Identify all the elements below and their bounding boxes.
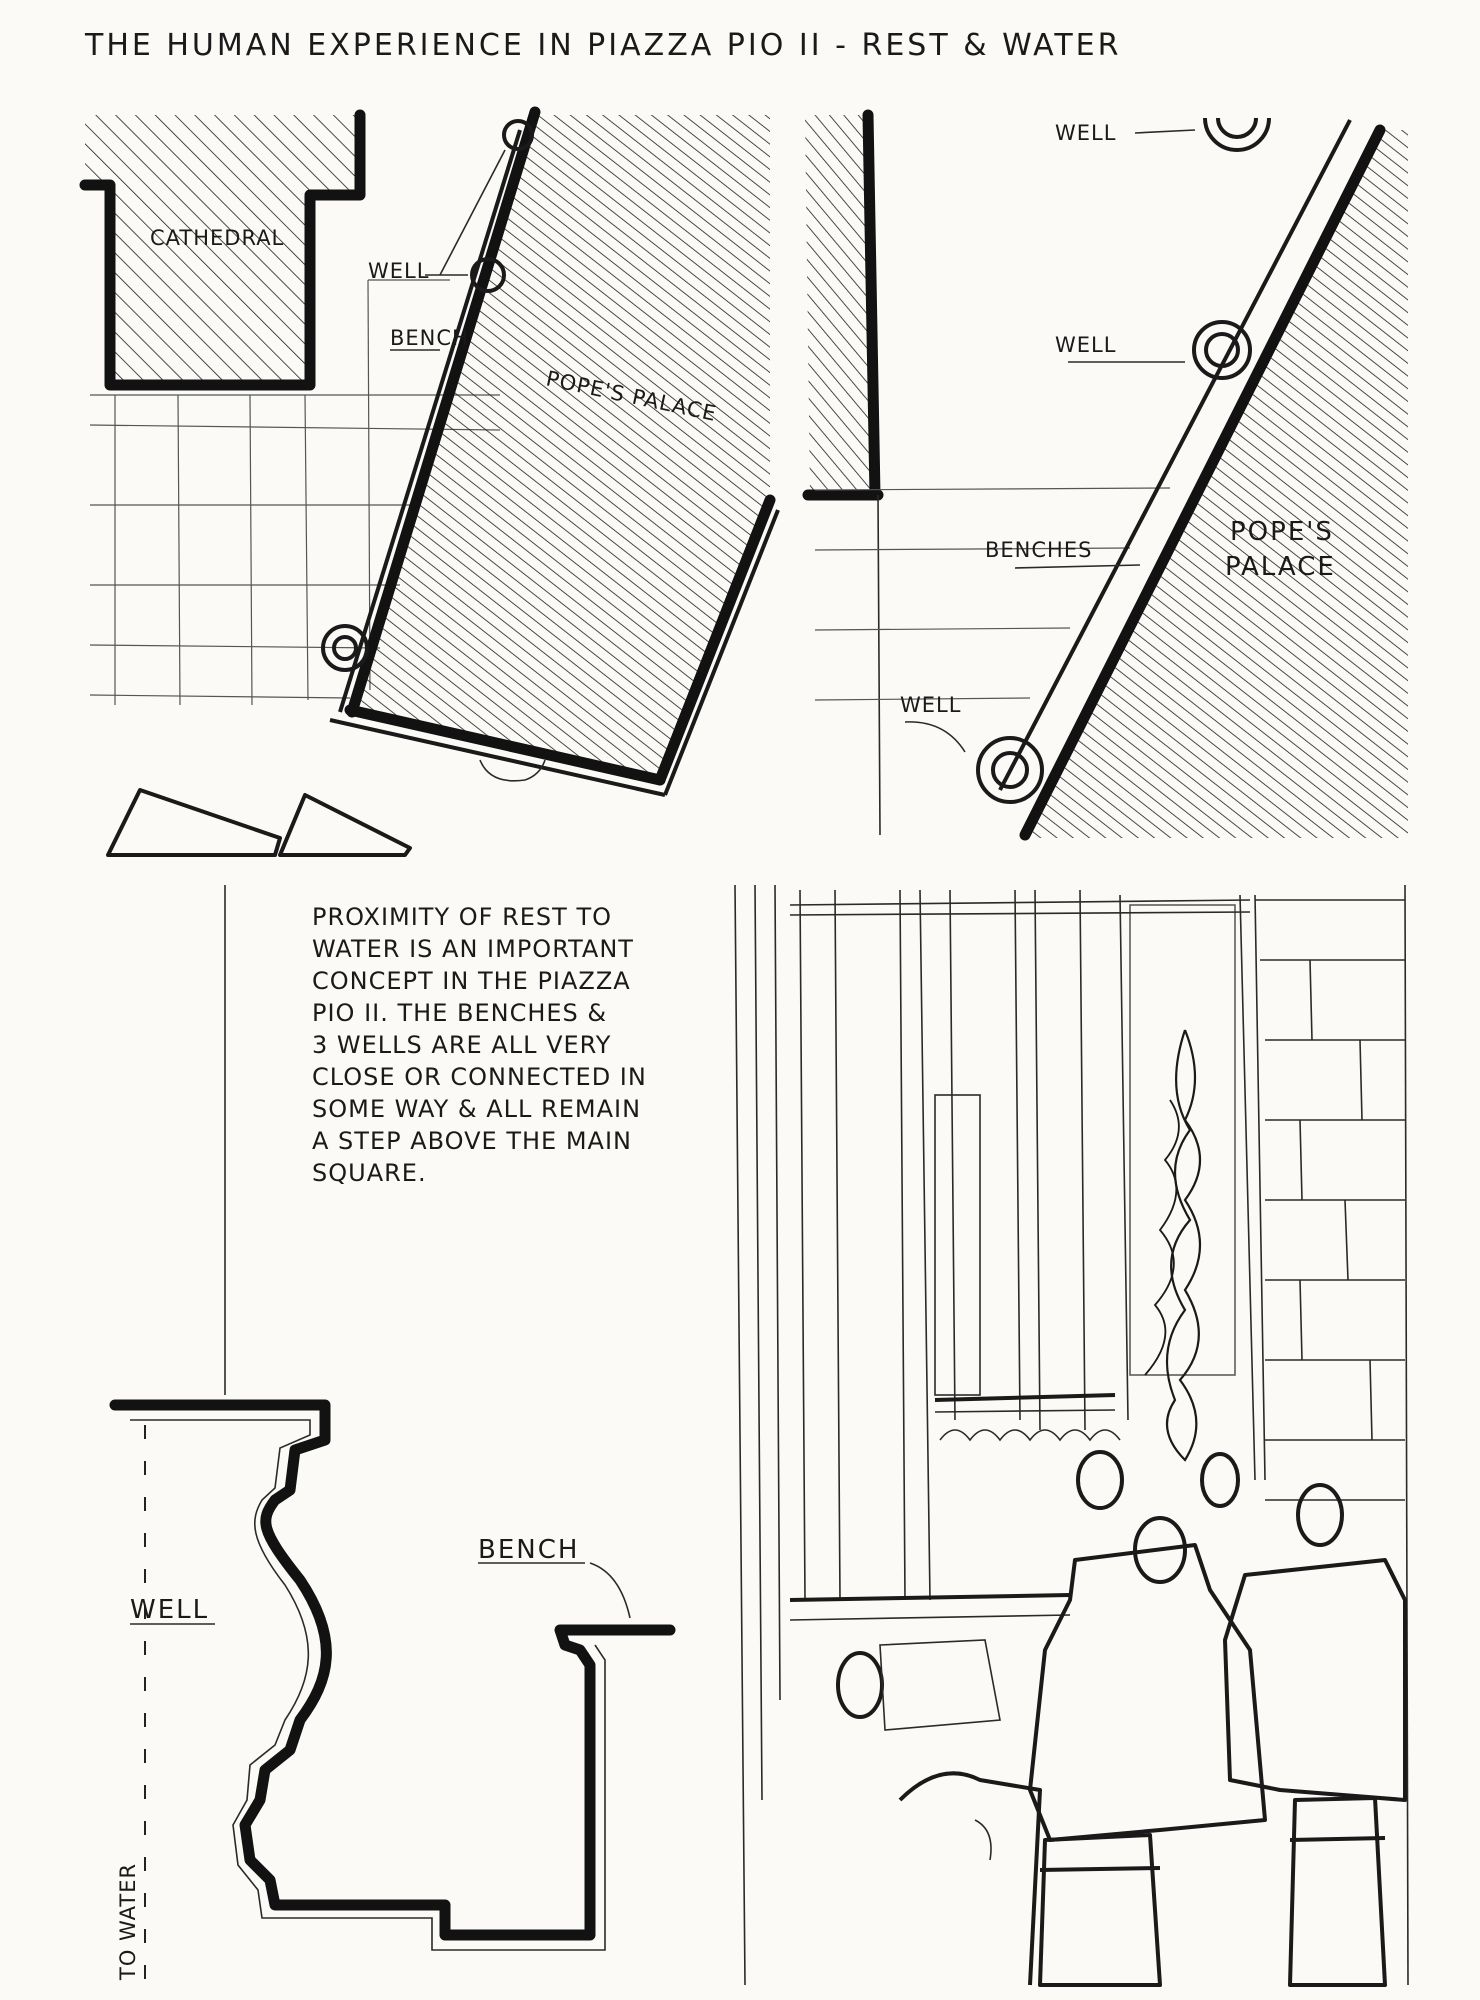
chair-left (1038, 1833, 1162, 1987)
popes-palace-block-right (998, 119, 1408, 841)
window-opening-right (1129, 904, 1236, 1376)
plan-left-panel: CATHEDRAL POPE'S PALACE (79, 106, 780, 857)
cathedral-block (79, 109, 366, 391)
well-label-left: WELL (368, 259, 429, 283)
note-line-7: SOME WAY & ALL REMAIN (312, 1095, 641, 1123)
person-figure-left (1028, 1516, 1267, 1842)
note-block: PROXIMITY OF REST TO WATER IS AN IMPORTA… (312, 903, 647, 1187)
well-icon-right-mid (1192, 320, 1252, 380)
well-icon-mid (470, 257, 506, 293)
well-icon-right-top (1203, 117, 1271, 152)
bench-outline (898, 1771, 1042, 1986)
palace-label-right-2: PALACE (1225, 552, 1336, 582)
note-line-3: CONCEPT IN THE PIAZZA (312, 967, 631, 995)
palace-facade-verticals (734, 884, 1266, 1986)
note-line-6: CLOSE OR CONNECTED IN (312, 1063, 647, 1091)
note-line-4: PIO II. THE BENCHES & (312, 999, 607, 1027)
window-opening-left (934, 1094, 981, 1396)
bench-leader-arrow (589, 1562, 631, 1619)
well-icon-bottom (321, 624, 369, 672)
well-opening-left (836, 1651, 884, 1719)
note-line-2: WATER IS AN IMPORTANT (312, 935, 634, 963)
palace-label-right-1: POPE'S (1230, 517, 1334, 547)
bench-label-left: BENCH (390, 326, 469, 350)
well-label-right-mid: WELL (1055, 333, 1116, 357)
piazza-grid (89, 279, 501, 706)
plan-right-panel: POPE'S PALACE WELL WELL BENCHES WELL (802, 109, 1408, 841)
steps-curve (479, 759, 546, 782)
benches-label-right: BENCHES (985, 538, 1092, 562)
hatched-wedge-2 (278, 793, 412, 857)
popes-palace-block (329, 106, 780, 797)
hatched-wedge-1 (106, 788, 282, 857)
ivy-scribble (1165, 1029, 1202, 1462)
sheet-title: THE HUMAN EXPERIENCE IN PIAZZA PIO II - … (84, 28, 1121, 63)
well-icon-right-bottom (976, 736, 1044, 804)
section-inner-line (130, 1419, 606, 1951)
left-wall-block (802, 109, 884, 501)
hatched-base (879, 1639, 1001, 1731)
section-bench-label: BENCH (478, 1535, 579, 1565)
bench-well-section-profile (109, 1399, 676, 1941)
section-well-label: WELL (130, 1595, 209, 1625)
person-figure-right (1223, 1483, 1407, 1802)
to-water-label: TO WATER (116, 1863, 140, 1981)
section-panel: WELL BENCH TO WATER (109, 885, 676, 1985)
stone-wall (1255, 884, 1409, 1986)
balustrade (789, 1393, 1121, 1621)
note-line-5: 3 WELLS ARE ALL VERY (312, 1031, 611, 1059)
well-opening-right (1200, 1452, 1240, 1508)
chair-right (1288, 1796, 1387, 1987)
note-line-9: SQUARE. (312, 1159, 427, 1187)
cathedral-label: CATHEDRAL (150, 226, 284, 250)
note-line-1: PROXIMITY OF REST TO (312, 903, 612, 931)
well-icon-top (502, 119, 534, 151)
note-line-8: A STEP ABOVE THE MAIN (312, 1127, 632, 1155)
well-label-right-top: WELL (1055, 121, 1116, 145)
well-opening-mid (1076, 1450, 1124, 1510)
well-label-right-bottom: WELL (900, 693, 961, 717)
perspective-sketch (734, 884, 1409, 1987)
